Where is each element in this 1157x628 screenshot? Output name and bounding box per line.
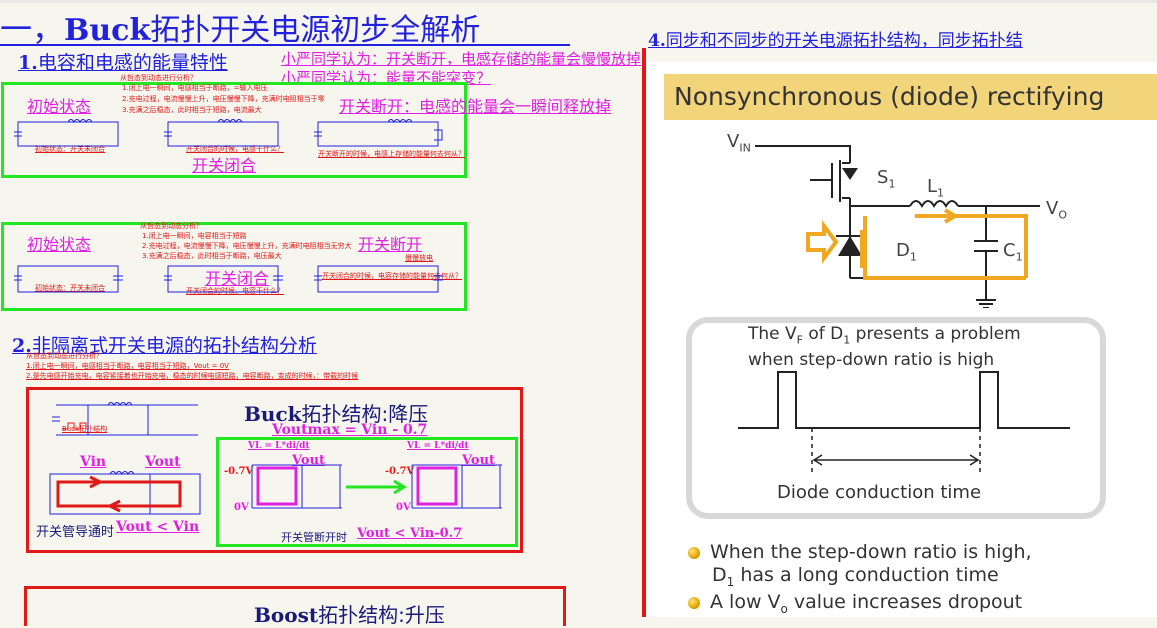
panel-inductor-desc3: 开关断开的时候，电感上存储的能量何去何从？ <box>318 150 465 158</box>
panel-capacitor-desc3: 开关闭合的时候，电容存储的能量何去何从？ <box>322 272 462 280</box>
slide-wave-label: Diode conduction time <box>777 482 982 503</box>
slide-waveform <box>738 371 1070 476</box>
slide-banner: Nonsynchronous (diode) rectifying <box>664 74 1157 120</box>
buck-voutmax: Voutmax = Vin - 0.7 <box>272 422 428 438</box>
buck-panel <box>26 387 523 553</box>
slide-bullet2: A low Vo value increases dropout <box>688 591 1022 621</box>
buck-off-vout-a: Vout <box>292 453 326 468</box>
section2-heading: 2.非隔离式开关电源的拓扑结构分析 <box>12 335 317 357</box>
section1-heading: 1.电容和电感的能量特性 <box>18 52 228 74</box>
buck-off-label: 开关管断开时 <box>281 531 347 544</box>
boost-title: Boost拓扑结构:升压 <box>254 603 445 627</box>
buck-vl2: VL = L*di/dt <box>407 441 469 451</box>
slide-note-text: The VF of D1 presents a problem when ste… <box>748 324 1021 371</box>
buck-vl1: VL = L*di/dt <box>248 441 310 451</box>
top-border <box>0 0 1157 3</box>
boost-panel <box>24 586 566 626</box>
panel-capacitor-desc1: 初始状态：开关未闭合 <box>35 284 105 292</box>
buck-off-vout-b: Vout <box>462 453 496 468</box>
buck-neg07-a: -0.7V <box>224 466 254 477</box>
panel-inductor-desc2: 开关闭合的时候，电感干什么？ <box>186 145 284 153</box>
slide-d1: D1 <box>896 240 917 264</box>
buck-neg07-b: -0.7V <box>385 466 415 477</box>
slide-bullet1: When the step-down ratio is high, D1 has… <box>688 541 1032 594</box>
buck-on-schematic <box>49 471 201 515</box>
buck-on-label: 开关管导通时 <box>36 525 115 540</box>
panel-capacitor-schematics <box>14 265 443 293</box>
buck-off-panel <box>216 437 518 547</box>
panel-capacitor-state-closed: 开关闭合 <box>205 269 270 288</box>
buck-mini-schematic <box>52 402 198 436</box>
bullet-icon <box>688 546 700 559</box>
slide-c1: C1 <box>1003 240 1023 264</box>
panel-inductor-state-closed: 开关闭合 <box>192 156 257 175</box>
buck-vin-label: Vin <box>80 454 107 470</box>
buck-zero-a: 0V <box>234 502 249 513</box>
panel-inductor-caption: 从哲态到动态进行分析？ <box>120 74 197 82</box>
slide-vo: VO <box>1046 198 1067 222</box>
panel-capacitor <box>1 222 467 311</box>
slide-note-box <box>686 317 1106 519</box>
panel-inductor-line3: 3.充满之后稳态，此时相当于短路，电流最大 <box>122 106 262 114</box>
buck-off-formula: Vout < Vin-0.7 <box>357 526 463 541</box>
section1-note3: 开关断开：电感的能量会一瞬间释放掉 <box>339 97 612 116</box>
main-title-rest: 拓扑开关电源初步全解析 <box>150 13 481 48</box>
buck-off-schematics <box>251 464 502 509</box>
section4-heading: 4.同步和不同步的开关电源拓扑结构，同步拓扑结 <box>648 31 1023 51</box>
section1-note1: 小严同学认为：开关断开，电感存储的能量会慢慢放掉 <box>281 50 642 68</box>
panel-capacitor-desc4: 慢慢放电 <box>405 254 433 262</box>
panel-inductor-schematics <box>14 119 443 147</box>
buck-zero-b: 0V <box>396 502 411 513</box>
panel-capacitor-caption: 从哲态到动态分析？ <box>140 222 203 230</box>
main-title: 一，Buck拓扑开关电源初步全解析 <box>0 10 481 48</box>
section2-line2: 2.是先电感开始充电，电容紧接着也开始充电，稳态的时候电感短路，电容断路，变成的… <box>26 372 359 380</box>
panel-capacitor-line3: 3.充满之后稳态，此时相当于断路，电压最大 <box>142 252 282 260</box>
column-divider <box>642 48 646 617</box>
panel-capacitor-line2: 2.充电过程，电流慢慢下降，电压慢慢上升，充满时电阻相当无穷大 <box>142 242 352 250</box>
panel-capacitor-state-open: 开关断开 <box>358 235 423 254</box>
slide-s1: S1 <box>877 167 896 191</box>
section2-line1: 1.闭上电一瞬间，电感相当于断路，电容相当于短路，Vout = 0V <box>26 362 229 370</box>
buck-vout-label: Vout <box>145 454 181 470</box>
slide-vin: VIN <box>727 131 751 155</box>
buck-small-label: Buck拓扑结构 <box>62 425 108 433</box>
buck-on-formula: Vout < Vin <box>116 519 200 535</box>
panel-inductor-line2: 2.充电过程，电流慢慢上升，电压慢慢下降，充满时电阻相当于零 <box>122 95 325 103</box>
panel-capacitor-line1: 1.闭上电一瞬间，电容相当于短路 <box>142 232 247 240</box>
slide-banner-text: Nonsynchronous (diode) rectifying <box>674 82 1105 111</box>
panel-inductor-desc1: 初始状态：开关未闭合 <box>35 145 105 153</box>
slide-circuit <box>755 145 1040 308</box>
main-title-bold: Buck <box>64 13 151 48</box>
panel-capacitor-state-init: 初始状态 <box>27 235 92 254</box>
panel-inductor-state-init: 初始状态 <box>27 97 92 116</box>
title-underline <box>0 44 570 46</box>
buck-title: Buck拓扑结构:降压 <box>244 402 429 426</box>
slide-l1: L1 <box>927 176 945 200</box>
bullet-icon <box>688 596 700 609</box>
panel-inductor-line1: 1.闭上电一瞬间，电感相当于断路，=输入电压 <box>122 84 268 92</box>
section2-caption: 从哲态到动态进行分析？ <box>26 352 103 360</box>
panel-capacitor-desc2: 开关闭合的时候，电容干什么？ <box>186 287 284 295</box>
panel-inductor <box>1 82 467 178</box>
